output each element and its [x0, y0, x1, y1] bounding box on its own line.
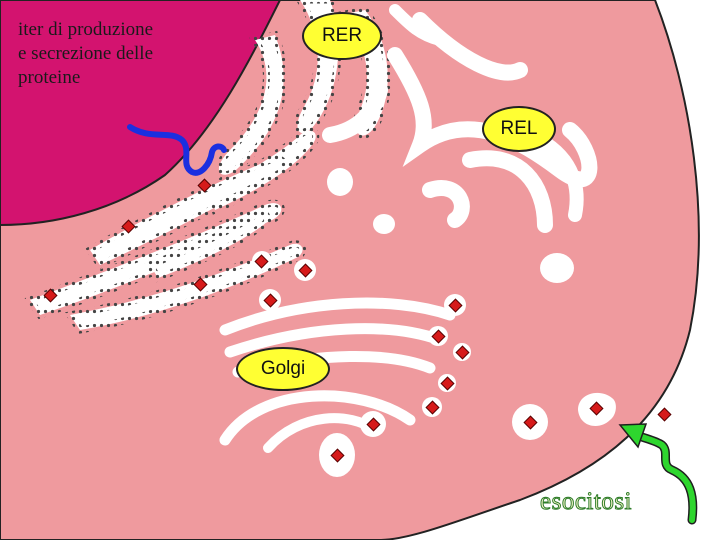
protein: [589, 401, 604, 416]
golgi-cisterna: [224, 323, 446, 358]
golgi-cisterna: [219, 390, 416, 446]
protein: [330, 448, 345, 463]
title-line-1: iter di produzione: [18, 19, 154, 40]
rel-tubule: [462, 150, 553, 233]
label-exocytosis: esocitosi: [540, 488, 633, 516]
golgi-cisterna: [219, 297, 456, 336]
rough-endoplasmic-reticulum: [24, 0, 392, 334]
er-vesicles: [327, 168, 574, 283]
protein: [193, 277, 208, 292]
rel-tubule: [422, 180, 470, 228]
protein-markers: [43, 178, 672, 463]
diagram-title: iter di produzione e secrezione delle pr…: [18, 18, 238, 90]
vesicle: [540, 253, 574, 283]
protein: [657, 407, 672, 422]
label-golgi: Golgi: [236, 347, 330, 391]
title-line-3: proteine: [18, 67, 81, 88]
rer-cisterna: [64, 240, 306, 334]
exocytosis-arrow: [618, 423, 698, 525]
protein: [43, 288, 58, 303]
rer-cisterna: [85, 155, 288, 270]
title-line-2: e secrezione delle: [18, 43, 154, 64]
rel-tubule: [533, 133, 584, 222]
protein: [425, 400, 440, 415]
protein: [254, 254, 269, 269]
protein: [431, 329, 446, 344]
mrna-strand: [127, 124, 227, 176]
protein: [455, 345, 470, 360]
rer-cisterna: [215, 30, 288, 179]
exocytosis-arrow-shaft: [629, 430, 696, 523]
vesicle: [373, 214, 395, 234]
protein: [523, 415, 538, 430]
protein: [440, 376, 455, 391]
protein: [263, 293, 278, 308]
label-rer: RER: [302, 12, 382, 60]
protein: [298, 263, 313, 278]
rel-tubule: [389, 4, 446, 46]
label-rel: REL: [482, 106, 556, 152]
rer-cisterna: [144, 209, 271, 283]
protein: [197, 178, 212, 193]
exocytosis-arrow-head: [618, 423, 648, 449]
protein: [366, 417, 381, 432]
protein: [121, 219, 136, 234]
rel-tubule: [322, 82, 388, 143]
vesicle: [327, 168, 353, 196]
protein: [448, 298, 463, 313]
